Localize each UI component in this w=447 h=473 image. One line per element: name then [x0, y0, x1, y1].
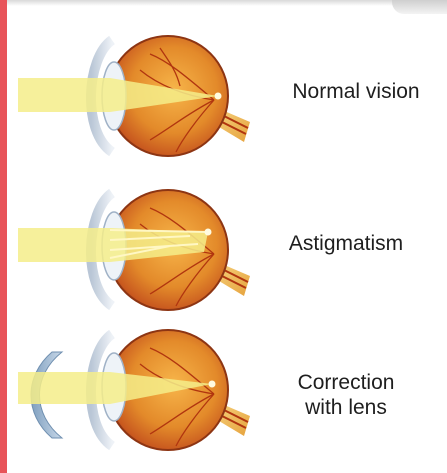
label-normal-vision: Normal vision	[276, 79, 436, 104]
label-correction-line2: with lens	[276, 395, 416, 420]
label-correction-with-lens: Correction with lens	[276, 370, 416, 420]
focal-point	[205, 229, 212, 236]
eye-normal-icon	[18, 36, 250, 156]
eye-corrected-icon	[18, 330, 250, 450]
focal-point	[209, 381, 216, 388]
eye-astigmatism-icon	[18, 190, 250, 310]
focal-point	[215, 93, 222, 100]
label-astigmatism: Astigmatism	[276, 231, 416, 256]
label-correction-line1: Correction	[276, 370, 416, 395]
